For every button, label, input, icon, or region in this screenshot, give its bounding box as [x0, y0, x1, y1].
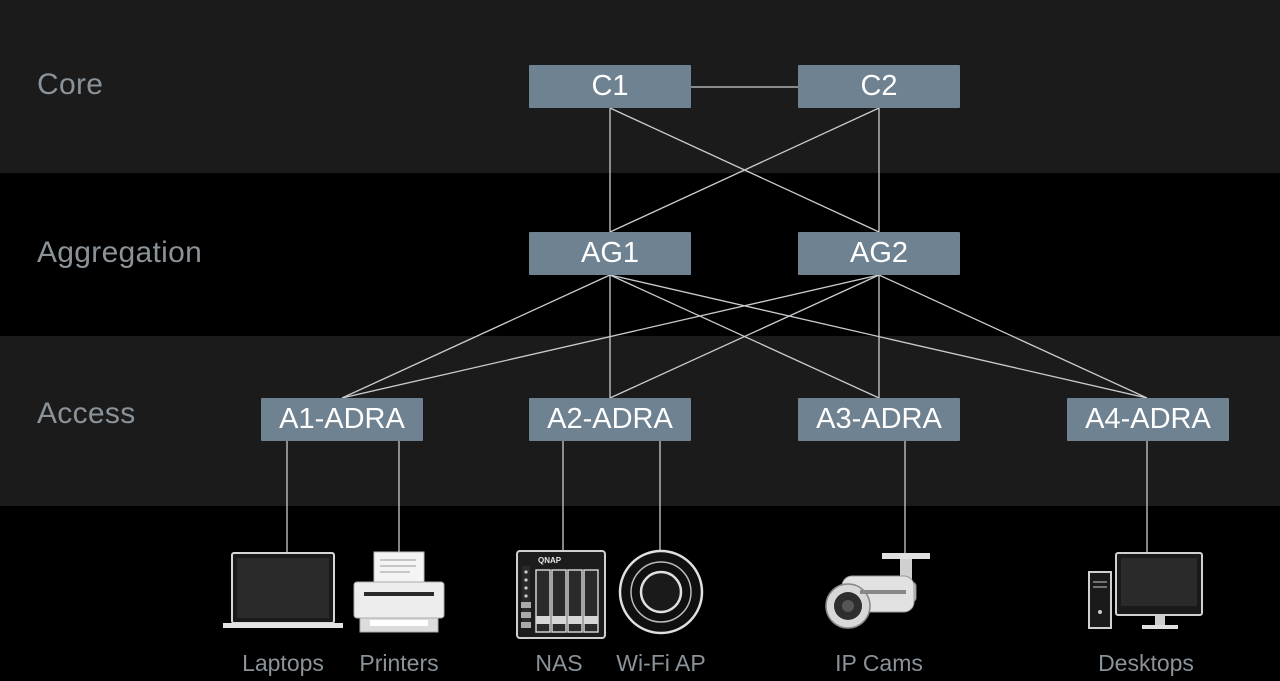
link-ag1-a1: [341, 274, 611, 399]
link-ag2-a1: [341, 274, 880, 399]
node-a4[interactable]: A4-ADRA: [1067, 398, 1229, 441]
access-point-icon: [618, 549, 704, 635]
link-ag2-a2: [609, 274, 880, 399]
device-label-nas: NAS: [535, 650, 583, 676]
printer-icon: [353, 551, 445, 633]
node-a3[interactable]: A3-ADRA: [798, 398, 960, 441]
tier-label-access: Access: [37, 397, 136, 430]
nas-icon: QNAP: [516, 550, 606, 639]
link-c2-ag1: [609, 107, 880, 233]
node-ag1[interactable]: AG1: [529, 232, 691, 275]
laptop-icon: [223, 552, 343, 628]
nas-brand-label: QNAP: [538, 556, 562, 565]
tier-label-core: Core: [37, 68, 104, 101]
device-label-laptops: Laptops: [242, 650, 324, 676]
node-c1[interactable]: C1: [529, 65, 691, 108]
node-a1[interactable]: A1-ADRA: [261, 398, 423, 441]
device-label-desktops: Desktops: [1098, 650, 1194, 676]
node-c2[interactable]: C2: [798, 65, 960, 108]
node-ag2[interactable]: AG2: [798, 232, 960, 275]
link-ag2-a4: [878, 274, 1148, 399]
ip-camera-icon: [825, 553, 930, 629]
device-label-wifi-ap: Wi-Fi AP: [616, 650, 706, 676]
desktop-icon: [1088, 552, 1203, 629]
node-a2[interactable]: A2-ADRA: [529, 398, 691, 441]
device-label-ip-cams: IP Cams: [835, 650, 923, 676]
tier-label-aggregation: Aggregation: [37, 236, 203, 269]
device-label-printers: Printers: [359, 650, 439, 676]
